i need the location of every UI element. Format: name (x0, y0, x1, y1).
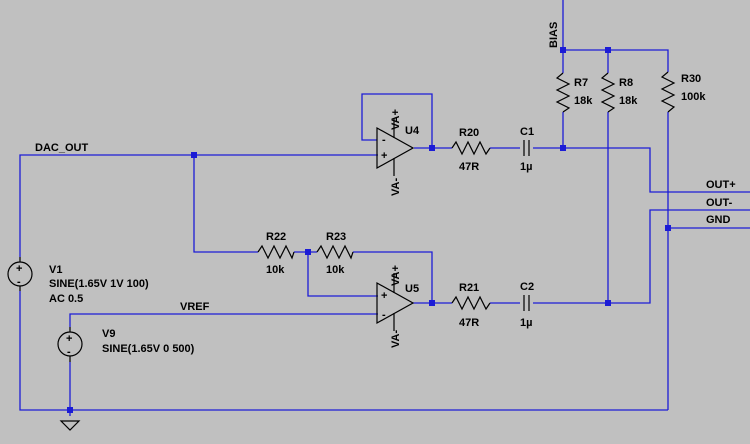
resistor-r22[interactable] (257, 244, 295, 260)
wire-c1-out-plus[interactable] (533, 147, 750, 193)
c2-value: 1µ (520, 317, 532, 329)
resistor-r8[interactable] (600, 72, 616, 113)
net-label-bias: BIAS (548, 22, 560, 48)
wires (19, 0, 750, 416)
opamp-u5[interactable]: + - (376, 273, 415, 331)
r23-ref: R23 (326, 231, 346, 243)
u5-vminus: VA- (390, 330, 402, 348)
net-label-vref: VREF (180, 301, 210, 313)
v1-ref: V1 (49, 264, 62, 276)
r8-ref: R8 (619, 77, 633, 89)
r21-ref: R21 (459, 282, 479, 294)
wire-dac-out-branch[interactable] (193, 155, 258, 253)
wire-u4-feedback[interactable] (361, 93, 433, 148)
wire-bias[interactable] (562, 0, 669, 72)
net-label-dac-out: DAC_OUT (35, 142, 88, 154)
junction-dot (429, 145, 435, 151)
opamp-u4[interactable]: - + (376, 118, 415, 176)
junction-dot (67, 407, 73, 413)
u4-minus-sign: - (382, 134, 386, 146)
r20-ref: R20 (459, 127, 479, 139)
resistor-r21[interactable] (451, 295, 491, 311)
r21-value: 47R (459, 317, 479, 329)
wire-dac-out[interactable] (19, 154, 378, 257)
junction-dot (560, 47, 566, 53)
r22-value: 10k (266, 264, 285, 276)
junction-dot (191, 152, 197, 158)
wire-c2-out-minus[interactable] (533, 209, 750, 304)
u4-vplus: VA+ (390, 109, 402, 130)
ground-icon (59, 420, 81, 431)
c2-ref: C2 (520, 281, 534, 293)
source-v1[interactable]: + - (7, 257, 33, 291)
junction-dot (305, 249, 311, 255)
v9-value: SINE(1.65V 0 500) (102, 343, 195, 355)
v1-plus-sign: + (16, 263, 22, 275)
resistor-r7[interactable] (555, 72, 571, 113)
r20-value: 47R (459, 161, 479, 173)
resistor-r20[interactable] (451, 140, 491, 156)
net-label-out-minus: OUT- (706, 197, 733, 209)
source-v9[interactable]: + - (57, 327, 83, 362)
r22-ref: R22 (266, 231, 286, 243)
junction-dot (429, 300, 435, 306)
junction-dot (560, 145, 566, 151)
net-label-out-plus: OUT+ (706, 179, 736, 191)
resistor-r23[interactable] (316, 244, 354, 260)
wire-u5-inv[interactable] (307, 252, 378, 297)
u4-vminus: VA- (390, 178, 402, 196)
u4-ref: U4 (405, 125, 420, 137)
net-label-gnd: GND (706, 214, 731, 226)
junction-dot (665, 225, 671, 231)
capacitor-c2[interactable] (523, 295, 530, 311)
c1-ref: C1 (520, 126, 534, 138)
c1-value: 1µ (520, 161, 532, 173)
wire-gnd[interactable] (19, 291, 668, 411)
u5-ref: U5 (405, 283, 419, 295)
wire-u5-feedback[interactable] (353, 251, 433, 303)
junction-dot (605, 47, 611, 53)
r30-ref: R30 (681, 73, 701, 85)
v1-ac: AC 0.5 (49, 293, 83, 305)
r30-value: 100k (681, 91, 706, 103)
r23-value: 10k (326, 264, 345, 276)
capacitor-c1[interactable] (523, 140, 530, 156)
u5-plus-sign: + (381, 290, 387, 302)
junctions (67, 47, 671, 413)
v1-minus-sign: - (17, 276, 21, 288)
wire-vref[interactable] (69, 313, 378, 327)
u5-vplus: VA+ (390, 265, 402, 286)
r7-ref: R7 (574, 77, 588, 89)
junction-dot (605, 300, 611, 306)
r7-value: 18k (574, 95, 593, 107)
u5-minus-sign: - (382, 309, 386, 321)
v1-value: SINE(1.65V 1V 100) (49, 278, 149, 290)
v9-minus-sign: - (67, 346, 71, 358)
v9-ref: V9 (102, 328, 115, 340)
resistor-r30[interactable] (660, 71, 676, 113)
u4-plus-sign: + (381, 150, 387, 162)
v9-plus-sign: + (66, 333, 72, 345)
r8-value: 18k (619, 95, 638, 107)
